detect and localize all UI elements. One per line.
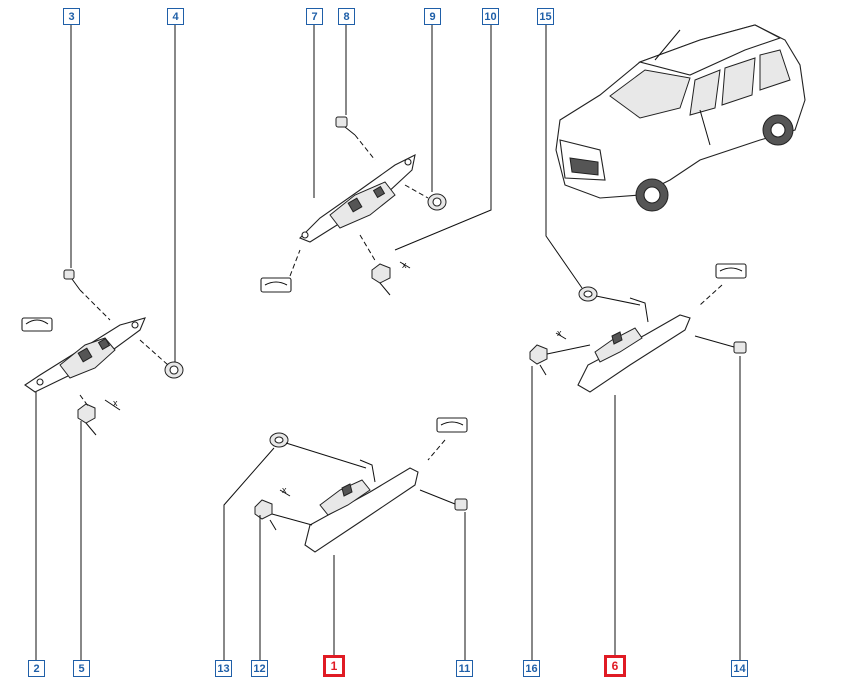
- callout-2[interactable]: 2: [28, 660, 45, 677]
- callout-15[interactable]: 15: [537, 8, 554, 25]
- seal-marker-d: [715, 263, 747, 279]
- handle-frame-right-front: [299, 154, 416, 243]
- callout-7[interactable]: 7: [306, 8, 323, 25]
- callout-9[interactable]: 9: [424, 8, 441, 25]
- callout-4[interactable]: 4: [167, 8, 184, 25]
- leader-lines: [35, 24, 741, 660]
- seal-marker-b: [260, 277, 292, 293]
- clip-4: [139, 339, 184, 379]
- callout-16[interactable]: 16: [523, 660, 540, 677]
- screw-11: [419, 489, 468, 511]
- callout-13[interactable]: 13: [215, 660, 232, 677]
- screw-3: [63, 269, 111, 321]
- seal-marker-a: [21, 317, 53, 332]
- axis-mark-d: x: [557, 328, 562, 338]
- screw-14: [694, 335, 747, 354]
- callout-14[interactable]: 14: [731, 660, 748, 677]
- handle-frame-left-rear: [24, 317, 146, 393]
- callout-6[interactable]: 6: [604, 655, 626, 677]
- callout-10[interactable]: 10: [482, 8, 499, 25]
- clip-13: [269, 432, 367, 469]
- callout-8[interactable]: 8: [338, 8, 355, 25]
- callout-5[interactable]: 5: [73, 660, 90, 677]
- handle-1: [304, 459, 419, 553]
- nut-12: x: [254, 485, 313, 531]
- clip-9: [404, 184, 447, 211]
- axis-mark-c: x: [282, 485, 287, 495]
- handle-6: [577, 297, 691, 393]
- callout-12[interactable]: 12: [251, 660, 268, 677]
- screw-8: [335, 116, 376, 161]
- nut-5: x: [77, 394, 121, 436]
- callout-1[interactable]: 1: [323, 655, 345, 677]
- callout-3[interactable]: 3: [63, 8, 80, 25]
- nut-16: x: [529, 328, 591, 376]
- seal-marker-c: [436, 417, 468, 433]
- axis-mark-a: x: [113, 398, 118, 408]
- clip-15: [578, 286, 641, 306]
- vehicle-illustration: [555, 24, 806, 212]
- callout-11[interactable]: 11: [456, 660, 473, 677]
- axis-mark-b: x: [402, 260, 407, 270]
- nut-10: x: [359, 234, 411, 296]
